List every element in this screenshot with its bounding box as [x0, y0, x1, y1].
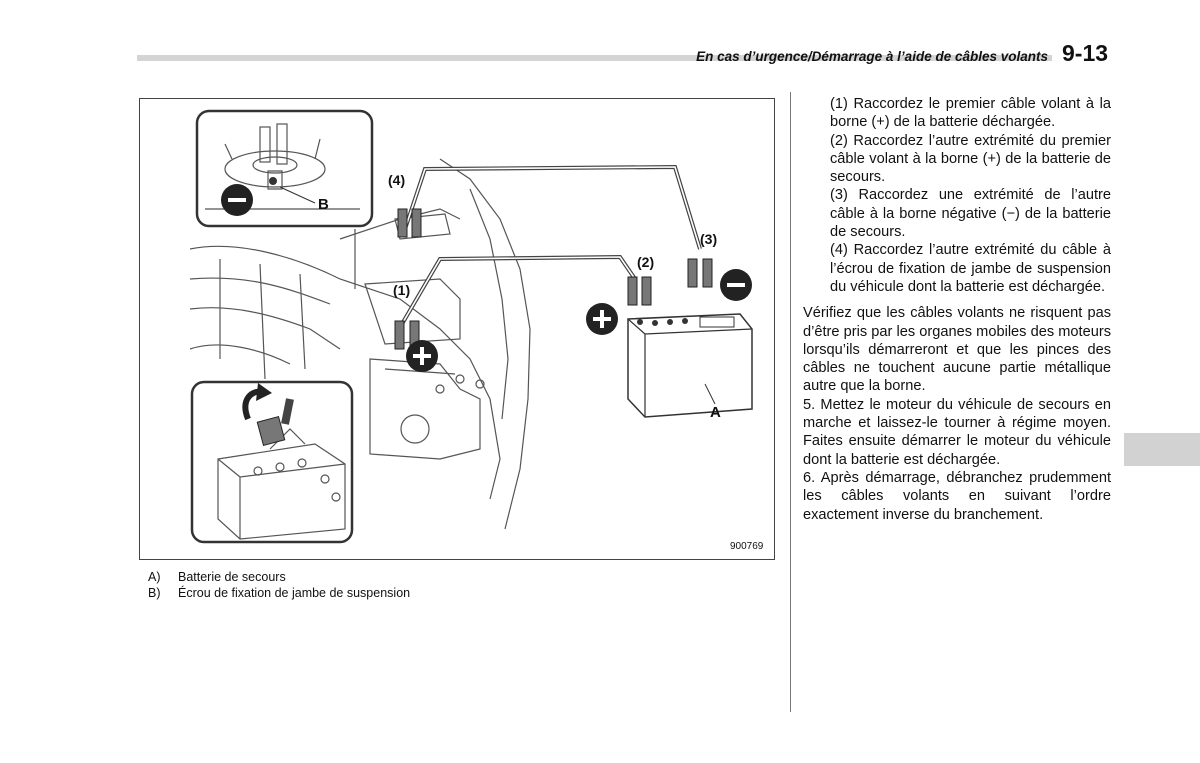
page-number: 9-13: [1062, 40, 1109, 66]
header-rule: [137, 55, 1052, 61]
figure-code: 900769: [730, 541, 764, 552]
step-6-paragraph: 6. Après démarrage, débranchez pru­demme…: [803, 469, 1111, 523]
inset-battery-terminal: [190, 380, 354, 544]
label-a: A: [710, 404, 721, 421]
figure-captions: A) Batterie de secours B) Écrou de fixat…: [148, 570, 444, 601]
step-5-paragraph: 5. Mettez le moteur du véhicule de secou…: [803, 396, 1111, 468]
booster-battery: A: [627, 313, 753, 421]
step-3: (3) Raccordez une extrémité de l’au­tre …: [830, 187, 1111, 241]
column-divider: [790, 92, 791, 712]
label-cable-2: (2): [637, 254, 654, 270]
jumper-cables: [400, 164, 702, 326]
step-4: (4) Raccordez l’autre extrémité du câble…: [830, 242, 1111, 295]
jump-start-illustration: B: [139, 98, 775, 560]
chapter-tab: [1124, 433, 1200, 466]
caption-text: Écrou de fixation de jambe de suspen­sio…: [178, 585, 411, 600]
label-b: B: [318, 196, 329, 213]
cable-clamps: [394, 208, 713, 350]
warning-paragraph: Vérifiez que les câbles volants ne risqu…: [803, 305, 1111, 395]
inset-strut-nut: B: [195, 109, 374, 228]
label-cable-3: (3): [700, 231, 717, 247]
caption-key: A): [148, 570, 161, 584]
caption-item: A) Batterie de secours: [148, 570, 444, 586]
label-cable-1: (1): [393, 282, 410, 298]
step-2: (2) Raccordez l’autre extrémité du premi…: [830, 132, 1111, 186]
caption-item: B) Écrou de fixation de jambe de suspen­…: [148, 586, 444, 602]
caption-text: Batterie de secours: [178, 570, 286, 584]
instructions-column: (1) Raccordez le premier câble volant à …: [803, 95, 1111, 524]
label-cable-4: (4): [388, 172, 405, 188]
caption-key: B): [148, 585, 161, 600]
section-title: En cas d’urgence/Démarrage à l’aide de c…: [696, 49, 1048, 64]
step-1: (1) Raccordez le premier câble volant à …: [830, 96, 1111, 131]
